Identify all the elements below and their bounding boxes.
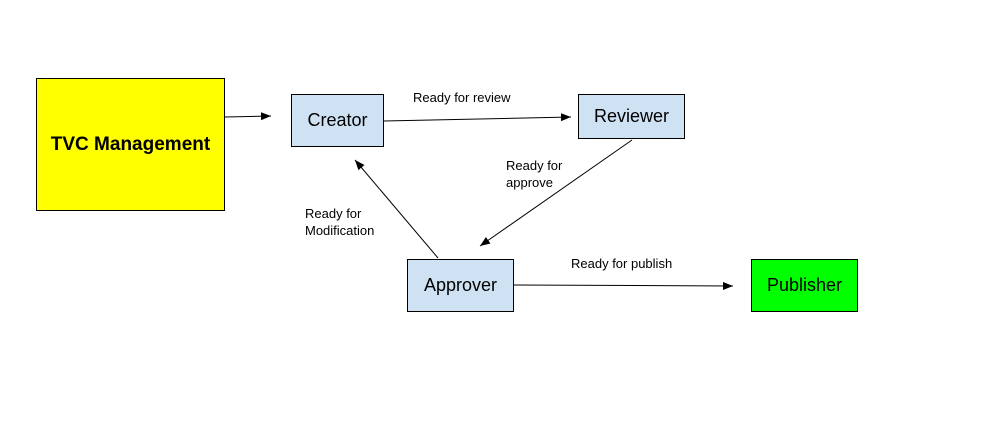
- edge-reviewer-to-approver: [479, 139, 633, 247]
- edge-tvc-to-creator: [224, 112, 272, 121]
- edge-label-ready-for-review: Ready for review: [413, 89, 511, 106]
- edge-label-line: Ready for publish: [571, 256, 673, 271]
- node-tvc-management[interactable]: TVC Management: [36, 78, 225, 211]
- node-creator-label: Creator: [307, 110, 368, 130]
- edge-approver-to-creator: [354, 159, 439, 259]
- edge-label-line: Modification: [305, 223, 375, 238]
- node-tvc-management-label: TVC Management: [50, 133, 211, 155]
- node-publisher-label: Publisher: [766, 275, 843, 295]
- node-creator[interactable]: Creator: [291, 94, 384, 147]
- edge-label-ready-for-publish: Ready for publish: [571, 255, 672, 272]
- node-approver-label: Approver: [423, 275, 498, 295]
- node-approver[interactable]: Approver: [407, 259, 514, 312]
- node-reviewer[interactable]: Reviewer: [578, 94, 685, 139]
- node-reviewer-label: Reviewer: [593, 106, 670, 126]
- edge-label-line: Ready for review: [413, 90, 511, 105]
- edge-approver-to-publisher: [513, 281, 734, 290]
- edge-label-line: Ready for: [506, 158, 563, 173]
- node-publisher[interactable]: Publisher: [751, 259, 858, 312]
- edge-creator-to-reviewer: [383, 113, 572, 122]
- edge-label-line: approve: [506, 175, 553, 190]
- edge-label-ready-for-modification: Ready for Modification: [305, 205, 374, 239]
- edge-label-line: Ready for: [305, 206, 362, 221]
- edge-label-ready-for-approve: Ready for approve: [506, 157, 562, 191]
